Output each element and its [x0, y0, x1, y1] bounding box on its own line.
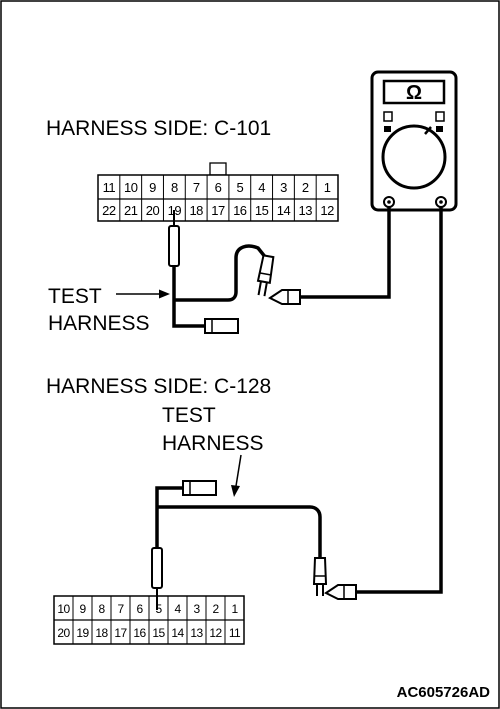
meter-lead-2: [356, 207, 443, 594]
c101-pin-4: 4: [258, 180, 265, 195]
test-harness-label-1b: HARNESS: [48, 312, 150, 335]
c128-pin-14: 14: [171, 626, 184, 640]
dial-mark-icon: [384, 126, 391, 132]
c101-label: HARNESS SIDE: C-101: [46, 117, 271, 140]
c128-pin-11: 11: [229, 626, 241, 640]
arrow-icon: [116, 289, 170, 299]
c101-pin-5: 5: [236, 180, 243, 195]
connector-latch: [209, 162, 227, 176]
dial-mark-icon: [383, 111, 393, 122]
c128-pin-13: 13: [190, 626, 203, 640]
c128-pin-5: 5: [155, 602, 162, 616]
c128-pin-7: 7: [117, 602, 124, 616]
c128-pin-18: 18: [95, 626, 108, 640]
c101-pin-20: 20: [146, 203, 160, 218]
c128-pin-4: 4: [174, 602, 181, 616]
c128-pin-6: 6: [136, 602, 143, 616]
c101-pin-16: 16: [233, 203, 247, 218]
c128-pin-10: 10: [57, 602, 70, 616]
c101-pin-21: 21: [124, 203, 138, 218]
c101-pin-3: 3: [280, 180, 287, 195]
meter-lead-1: [300, 207, 391, 299]
test-harness-1: [168, 210, 301, 334]
c128-pin-15: 15: [152, 626, 165, 640]
c101-pin-2: 2: [302, 180, 309, 195]
ohm-symbol: Ω: [406, 82, 422, 104]
ohmmeter-dial: [381, 124, 447, 190]
c128-pin-9: 9: [79, 602, 86, 616]
c101-pin-6: 6: [215, 180, 222, 195]
c128-pin-12: 12: [209, 626, 222, 640]
probe-pin-icon: [168, 225, 180, 267]
c101-pin-11: 11: [103, 180, 116, 195]
ohmmeter: Ω: [370, 70, 458, 212]
arrow-icon: [231, 454, 242, 497]
c101-pin-1: 1: [324, 180, 331, 195]
c128-pin-8: 8: [98, 602, 105, 616]
c101-pin-13: 13: [299, 203, 313, 218]
c128-pin-17: 17: [114, 626, 127, 640]
test-harness-label-2b: HARNESS: [162, 432, 264, 455]
test-harness-2: [151, 480, 357, 610]
dial-mark-icon: [436, 126, 443, 132]
c128-pin-2: 2: [212, 602, 219, 616]
c101-pin-7: 7: [193, 180, 200, 195]
c101-pin-18: 18: [189, 203, 203, 218]
dial-pointer-icon: [424, 126, 432, 135]
figure-code: AC605726AD: [397, 684, 491, 701]
c128-pin-19: 19: [76, 626, 89, 640]
c101-pin-12: 12: [320, 203, 334, 218]
test-harness-label-1: TEST: [48, 285, 102, 308]
c101-pin-9: 9: [149, 180, 156, 195]
test-harness-label-2: TEST: [162, 404, 216, 427]
c128-pin-3: 3: [193, 602, 200, 616]
c101-pin-15: 15: [255, 203, 269, 218]
c101-pin-8: 8: [171, 180, 178, 195]
c128-label: HARNESS SIDE: C-128: [46, 375, 271, 398]
c128-pin-16: 16: [133, 626, 146, 640]
c101-pin-22: 22: [102, 203, 116, 218]
ohmmeter-display: [382, 79, 446, 105]
probe-pin-icon: [151, 547, 163, 589]
c128-pin-20: 20: [57, 626, 70, 640]
c101-pin-14: 14: [277, 203, 291, 218]
dial-mark-icon: [435, 111, 445, 122]
c128-pin-1: 1: [231, 602, 238, 616]
c101-pin-17: 17: [211, 203, 225, 218]
c101-pin-10: 10: [124, 180, 138, 195]
